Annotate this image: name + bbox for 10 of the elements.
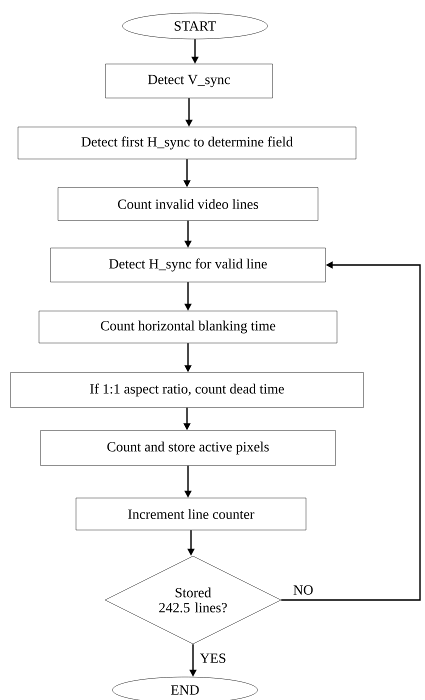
process-box: Detect H_sync for valid line: [50, 248, 326, 282]
edge-label: NO: [294, 585, 313, 595]
process-box: If 1:1 aspect ratio, count dead time: [10, 372, 364, 408]
process-box: Count and store active pixels: [40, 430, 336, 466]
process-box: Increment line counter: [76, 498, 306, 530]
process-box: Count invalid video lines: [58, 187, 318, 221]
process-box: Detect first H_sync to determine field: [18, 126, 356, 160]
process-box: Detect V_sync: [105, 64, 273, 98]
edge-label: YES: [200, 654, 226, 663]
process-box: Count horizontal blanking time: [38, 310, 338, 344]
